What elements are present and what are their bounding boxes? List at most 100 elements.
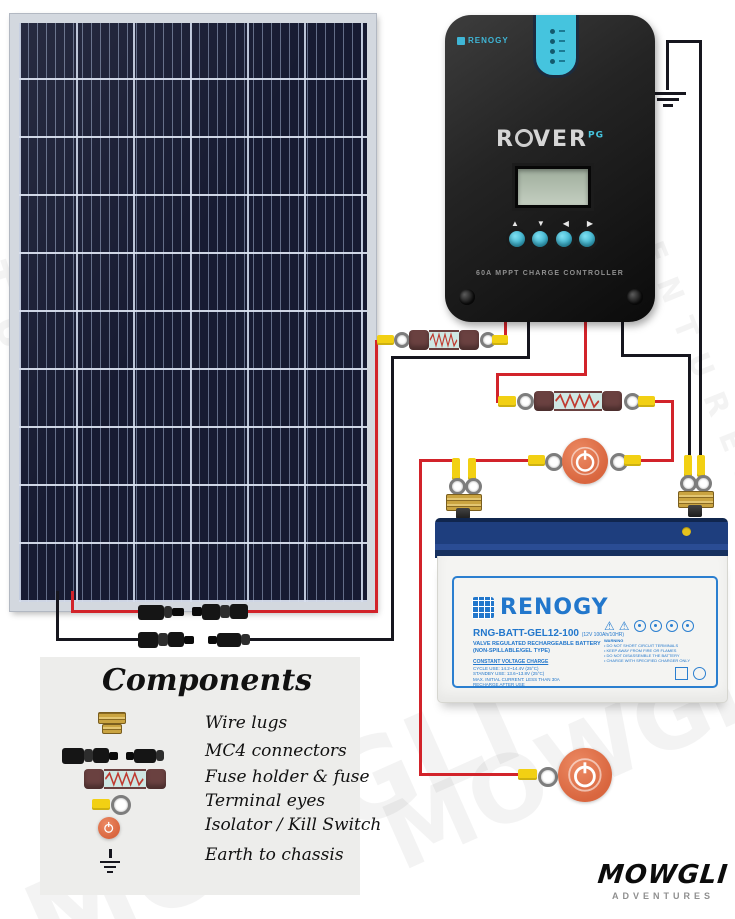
battery-warning-lines: WARNING • DO NOT SHORT CIRCUIT TERMINALS… bbox=[604, 638, 690, 663]
terminal-eyes-icon bbox=[92, 799, 110, 810]
fuse-window bbox=[429, 330, 459, 350]
terminal-eye-sleeve bbox=[468, 458, 476, 480]
wire-pv-positive bbox=[246, 610, 378, 613]
charge-line: STANDBY USE: 13.6~13.8V (25°C) bbox=[473, 671, 545, 676]
wire-pv-positive bbox=[504, 320, 507, 340]
battery-vent-cap bbox=[682, 527, 691, 536]
terminal-eye-ring bbox=[538, 767, 558, 787]
wire-pv-positive bbox=[71, 610, 143, 613]
model-series: PG bbox=[587, 130, 604, 141]
solar-panel-cells bbox=[19, 23, 367, 602]
wire-battery-positive bbox=[496, 373, 499, 403]
cert-circle-icon bbox=[649, 620, 662, 632]
battery-brand: RENOGY bbox=[472, 595, 609, 620]
earth-ground-icon bbox=[650, 92, 686, 110]
cert-circle-icon bbox=[665, 620, 678, 632]
mc4-connector-female bbox=[192, 603, 248, 620]
status-led bbox=[550, 29, 565, 34]
charge-line: RECHARGE AFTER USE bbox=[473, 682, 525, 687]
legend-item-label: Fuse holder & fuse bbox=[205, 767, 370, 787]
battery-type-line: (NON-SPILLABLE/GEL TYPE) bbox=[473, 648, 550, 654]
fuse-window bbox=[554, 391, 602, 411]
battery-model: RNG-BATT-GEL12-100 (12V 100Ah/10HR) bbox=[473, 628, 624, 639]
isolator-kill-switch[interactable] bbox=[558, 748, 612, 802]
battery-body bbox=[437, 556, 728, 703]
right-button[interactable] bbox=[578, 231, 595, 247]
isolator-kill-switch[interactable] bbox=[562, 438, 608, 484]
recycle-box-icon bbox=[675, 667, 688, 680]
wire-battery-positive bbox=[655, 400, 674, 403]
up-button[interactable] bbox=[509, 231, 525, 247]
warning-line: • KEEP AWAY FROM FIRE OR FLAMES bbox=[604, 648, 677, 653]
recycle-icons bbox=[675, 667, 706, 680]
wire-battery-negative bbox=[688, 354, 691, 460]
screw-icon bbox=[627, 289, 643, 305]
terminal-eye-sleeve bbox=[452, 458, 460, 480]
wire-pv-positive bbox=[375, 340, 378, 613]
charge-line: MAX. INITIAL CURRENT: LESS THAN 30A bbox=[473, 676, 560, 682]
wire-battery-positive bbox=[419, 459, 455, 462]
terminal-eye-sleeve bbox=[624, 455, 641, 466]
down-button[interactable] bbox=[532, 231, 549, 247]
mc4-connectors-icon bbox=[126, 748, 164, 763]
legend-item-label: Earth to chassis bbox=[205, 845, 344, 865]
isolator-icon bbox=[98, 817, 120, 839]
battery-label: RENOGY RNG-BATT-GEL12-100 (12V 100Ah/10H… bbox=[452, 576, 718, 688]
wire-pv-negative bbox=[250, 638, 394, 641]
battery-positive-post bbox=[456, 508, 470, 519]
wire-load-positive bbox=[419, 459, 422, 776]
fuse-cap bbox=[409, 330, 429, 350]
battery-negative-post bbox=[688, 505, 702, 517]
wire-earth bbox=[666, 40, 669, 90]
battery-type-line: VALVE REGULATED RECHARGEABLE BATTERY bbox=[473, 641, 601, 647]
fuse-holder-icon bbox=[84, 769, 166, 789]
wire-pv-negative bbox=[56, 591, 59, 641]
wire-pv-negative bbox=[527, 320, 530, 359]
earth-to-chassis-icon bbox=[100, 849, 120, 876]
power-icon bbox=[570, 446, 600, 476]
terminal-eye-sleeve bbox=[492, 335, 508, 345]
warning-line: • DO NOT SHORT CIRCUIT TERMINALS bbox=[604, 643, 679, 648]
wire-battery-positive bbox=[584, 320, 587, 376]
wire-battery-positive bbox=[671, 400, 674, 462]
terminal-eye-sleeve bbox=[684, 455, 692, 477]
fuse-cap bbox=[602, 391, 622, 411]
charge-title: CONSTANT VOLTAGE CHARGE bbox=[473, 659, 549, 665]
fuse-element-icon bbox=[555, 393, 600, 409]
terminal-eye-sleeve bbox=[518, 769, 537, 780]
warning-line: • CHARGE WITH SPECIFIED CHARGER ONLY bbox=[604, 658, 691, 663]
fuse-holder bbox=[534, 391, 622, 411]
terminal-eye-sleeve bbox=[528, 455, 545, 466]
terminal-eye-ring bbox=[449, 478, 466, 495]
certification-icons: ⚠ ⚠ bbox=[604, 620, 694, 632]
controller-rating-label: 60A MPPT CHARGE CONTROLLER bbox=[475, 270, 624, 277]
solar-panel bbox=[10, 14, 376, 611]
warning-title: WARNING bbox=[604, 638, 624, 643]
power-icon bbox=[568, 758, 602, 792]
battery-model-note: (12V 100Ah/10HR) bbox=[581, 632, 624, 638]
left-button[interactable] bbox=[555, 231, 572, 247]
fuse-element-icon bbox=[104, 771, 144, 787]
wire-lugs-icon bbox=[98, 712, 126, 724]
fuse-holder bbox=[409, 330, 479, 350]
controller-arrow-labels: ▲ ▼ ◀ ▶ bbox=[511, 219, 593, 228]
wire-battery-negative bbox=[621, 320, 624, 357]
wire-battery-negative bbox=[621, 354, 691, 357]
terminal-eye-ring bbox=[695, 475, 712, 492]
wire-pv-positive bbox=[71, 591, 74, 613]
wire-pv-negative bbox=[391, 356, 530, 359]
mc4-connector-male bbox=[138, 604, 184, 620]
arrow-right-icon: ▶ bbox=[586, 219, 593, 228]
recycle-circle-icon bbox=[693, 667, 706, 680]
cert-circle-icon bbox=[633, 620, 646, 632]
wire-lugs-icon bbox=[102, 724, 122, 734]
wire-load-positive bbox=[419, 773, 521, 776]
arrow-up-icon: ▲ bbox=[511, 219, 519, 228]
status-led bbox=[550, 49, 565, 54]
legend-title: Components bbox=[102, 663, 313, 698]
legend-item-label: Isolator / Kill Switch bbox=[205, 815, 382, 835]
battery-lid bbox=[435, 518, 728, 558]
renogy-logo-icon bbox=[457, 36, 465, 45]
